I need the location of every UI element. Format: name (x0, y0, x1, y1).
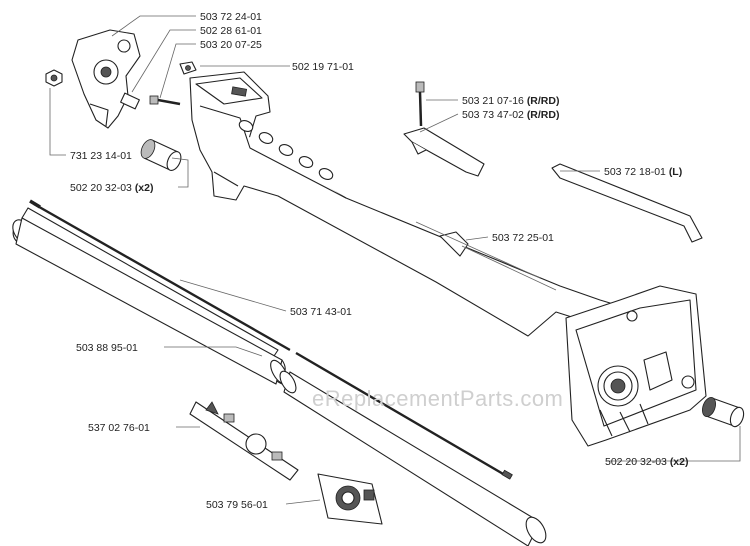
svg-text:503 79 56-01: 503 79 56-01 (206, 499, 268, 511)
callout-503-72-25-01: 503 72 25-01 (492, 232, 554, 244)
rubber-buffer-right (702, 396, 745, 428)
svg-text:502 28 61-01: 502 28 61-01 (200, 25, 262, 37)
callout-503-21-07-16: 503 21 07-16 (R/RD) (462, 95, 559, 107)
rubber-buffer-left (140, 139, 182, 171)
part-qualifier: (x2) (135, 182, 154, 194)
svg-text:537 02 76-01: 537 02 76-01 (88, 422, 150, 434)
part-number: 502 19 71-01 (292, 61, 354, 73)
callout-503-72-18-01: 503 72 18-01 (L) (604, 166, 682, 178)
lower-shaft-tube (279, 370, 547, 546)
throttle-bracket (403, 127, 485, 177)
part-number: 502 20 32-03 (605, 456, 667, 468)
svg-text:503 72 25-01: 503 72 25-01 (492, 232, 554, 244)
part-qualifier: (R/RD) (527, 95, 560, 107)
callout-502-28-61-01: 502 28 61-01 (200, 25, 262, 37)
part-number: 503 21 07-16 (462, 95, 524, 107)
callout-731-23-14-01: 731 23 14-01 (70, 150, 132, 162)
part-number: 503 72 25-01 (492, 232, 554, 244)
svg-text:731 23 14-01: 731 23 14-01 (70, 150, 132, 162)
callout-503-20-07-25: 503 20 07-25 (200, 39, 262, 51)
callout-502-20-32-03-right: 502 20 32-03 (x2) (605, 456, 689, 468)
gear-head-housing (565, 285, 707, 447)
clip-nut (179, 61, 197, 75)
svg-text:503 88 95-01: 503 88 95-01 (76, 342, 138, 354)
warning-decal (189, 401, 299, 481)
drive-shaft-tube (12, 207, 288, 385)
svg-text:503 72 24-01: 503 72 24-01 (200, 11, 262, 23)
svg-text:503 21 07-16 (R/RD): 503 21 07-16 (R/RD) (462, 95, 559, 107)
svg-text:503 71 43-01: 503 71 43-01 (290, 306, 352, 318)
svg-text:502 20 32-03 (x2): 502 20 32-03 (x2) (70, 182, 154, 194)
part-number: 503 79 56-01 (206, 499, 268, 511)
part-number: 503 73 47-02 (462, 109, 524, 121)
part-number: 502 28 61-01 (200, 25, 262, 37)
callout-503-71-43-01: 503 71 43-01 (290, 306, 352, 318)
part-number: 503 88 95-01 (76, 342, 138, 354)
svg-text:502 19 71-01: 502 19 71-01 (292, 61, 354, 73)
callout-502-20-32-03-left: 502 20 32-03 (x2) (70, 182, 154, 194)
label-decal (317, 473, 383, 525)
callout-503-72-24-01: 503 72 24-01 (200, 11, 262, 23)
callout-502-19-71-01: 502 19 71-01 (292, 61, 354, 73)
part-number: 503 20 07-25 (200, 39, 262, 51)
leader-lines (49, 15, 741, 505)
callout-503-73-47-02: 503 73 47-02 (R/RD) (462, 109, 559, 121)
part-number: 731 23 14-01 (70, 150, 132, 162)
svg-text:503 20 07-25: 503 20 07-25 (200, 39, 262, 51)
part-number: 503 71 43-01 (290, 306, 352, 318)
svg-text:503 72 18-01 (L): 503 72 18-01 (L) (604, 166, 682, 178)
callout-537-02-76-01: 537 02 76-01 (88, 422, 150, 434)
main-boom-housing (189, 71, 641, 337)
part-number: 502 20 32-03 (70, 182, 132, 194)
part-number: 537 02 76-01 (88, 422, 150, 434)
screw (149, 95, 181, 106)
part-number: 503 72 24-01 (200, 11, 262, 23)
svg-text:503 73 47-02 (R/RD): 503 73 47-02 (R/RD) (462, 109, 559, 121)
part-qualifier: (L) (669, 166, 682, 178)
drive-shaft-rod (29, 199, 513, 480)
callout-503-88-95-01: 503 88 95-01 (76, 342, 138, 354)
svg-text:502 20 32-03 (x2): 502 20 32-03 (x2) (605, 456, 689, 468)
callout-503-79-56-01: 503 79 56-01 (206, 499, 268, 511)
part-number: 503 72 18-01 (604, 166, 666, 178)
part-qualifier: (x2) (670, 456, 689, 468)
part-qualifier: (R/RD) (527, 109, 560, 121)
handle-bracket (71, 29, 141, 129)
hex-nut (45, 69, 63, 87)
long-bolt (415, 81, 425, 127)
watermark: eReplacementParts.com (312, 386, 563, 411)
cable-clip (551, 163, 703, 243)
